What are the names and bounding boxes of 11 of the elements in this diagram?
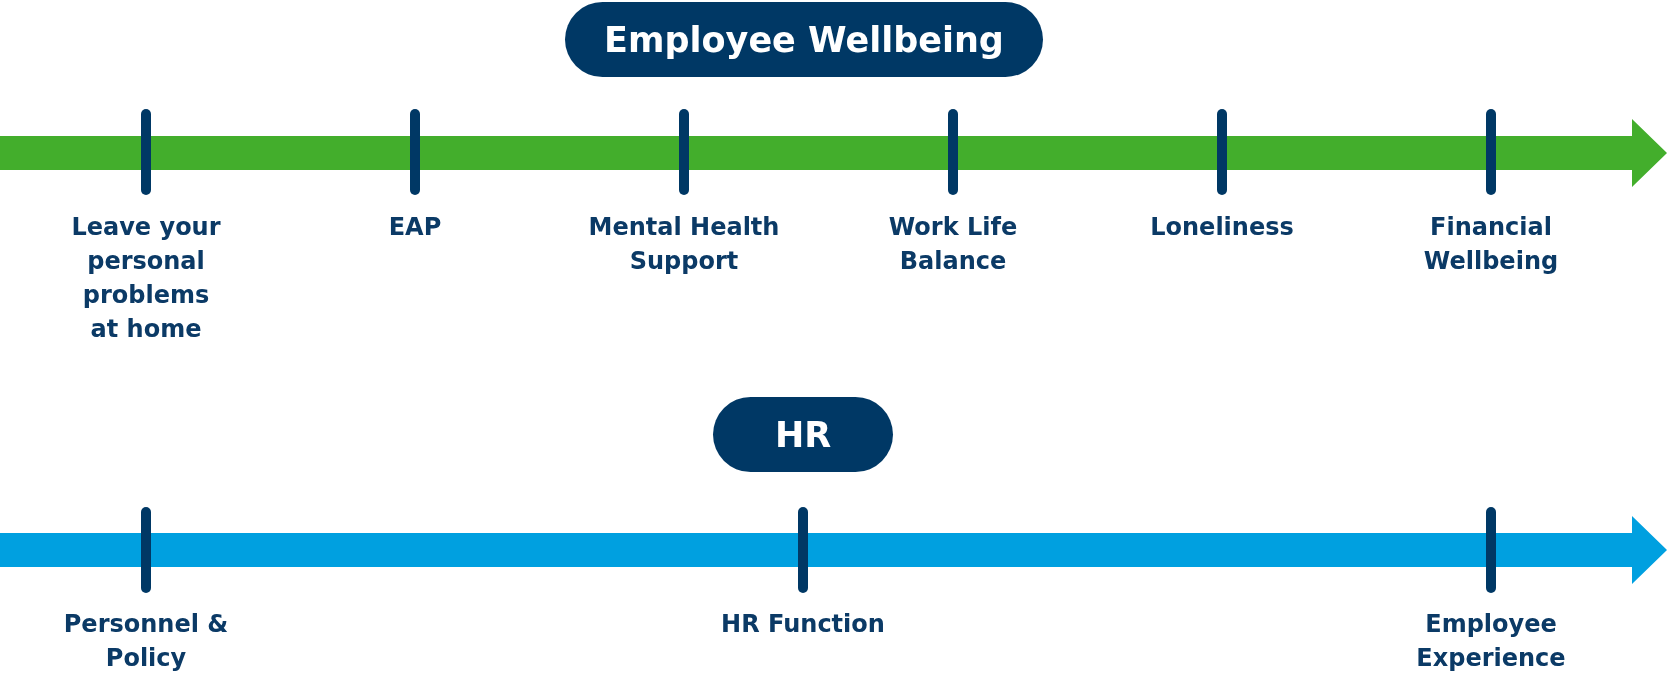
axis-label: Loneliness <box>1149 212 1295 243</box>
axis-label: Leave your personal problems at home <box>70 212 222 345</box>
axis-label: Work Life Balance <box>887 212 1019 277</box>
axis-label: Mental Health Support <box>587 212 781 277</box>
title-pill: Employee Wellbeing <box>565 2 1043 77</box>
axis-label: EAP <box>387 212 443 243</box>
axis-label: Employee Experience <box>1415 609 1567 674</box>
axis-label: HR Function <box>720 609 886 640</box>
title-pill: HR <box>713 397 893 472</box>
axis-label: Personnel & Policy <box>62 609 230 674</box>
axis-label: Financial Wellbeing <box>1422 212 1560 277</box>
